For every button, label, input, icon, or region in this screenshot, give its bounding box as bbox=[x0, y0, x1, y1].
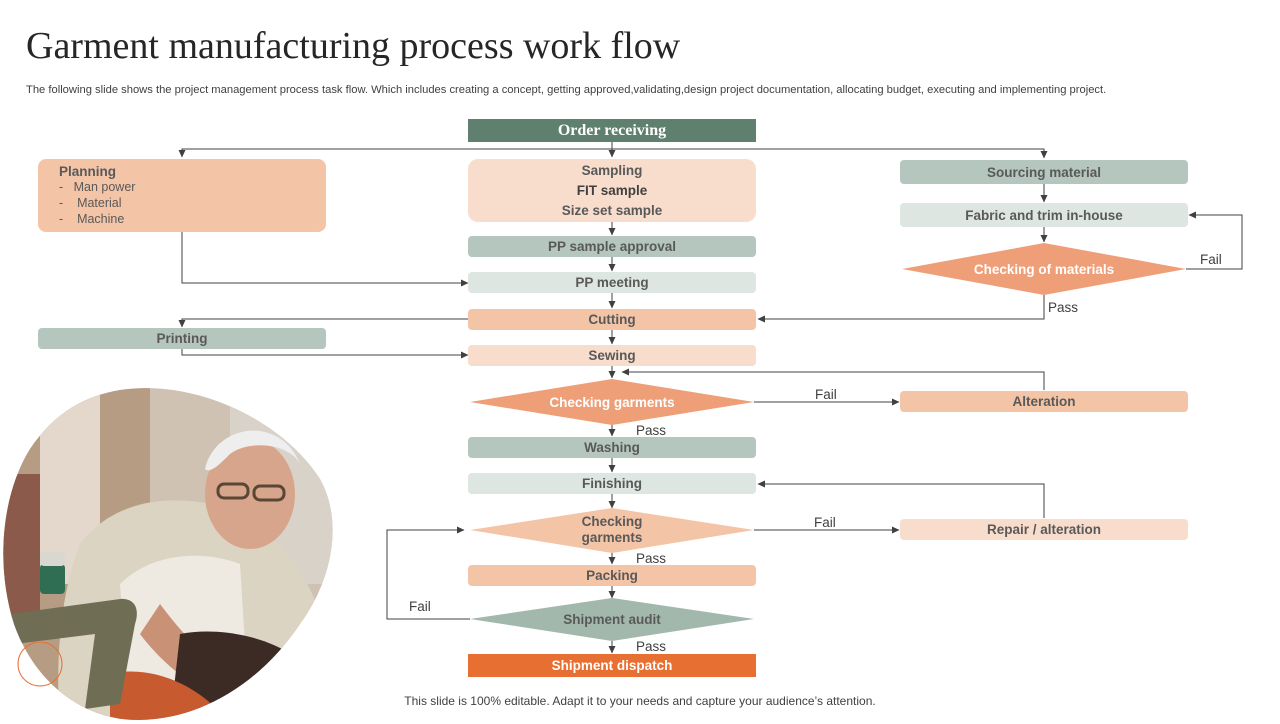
diamond-shipment-audit bbox=[470, 598, 754, 641]
planning-title: Planning bbox=[59, 164, 116, 179]
step-pp-sample-approval: PP sample approval bbox=[468, 236, 756, 257]
step-packing: Packing bbox=[468, 565, 756, 586]
sampling-line-1: Sampling bbox=[581, 162, 643, 178]
label-pass-audit: Pass bbox=[636, 639, 667, 654]
step-finishing: Finishing bbox=[468, 473, 756, 494]
tailor-photo bbox=[3, 388, 333, 721]
diamond-checking-garments-2 bbox=[470, 508, 754, 553]
step-fabric-trim: Fabric and trim in-house bbox=[900, 203, 1188, 227]
label-pass-garments-1: Pass bbox=[636, 423, 667, 438]
page-subtitle: The following slide shows the project ma… bbox=[26, 84, 1107, 96]
sampling-line-2: FIT sample bbox=[576, 182, 648, 198]
planning-item: - Man power bbox=[59, 180, 136, 194]
label-fail-audit: Fail bbox=[409, 599, 431, 614]
step-repair-alteration: Repair / alteration bbox=[900, 519, 1188, 540]
step-washing: Washing bbox=[468, 437, 756, 458]
step-order-receiving: Order receiving bbox=[468, 119, 756, 142]
shipment-audit-label: Shipment audit bbox=[563, 611, 661, 627]
step-alteration: Alteration bbox=[900, 391, 1188, 412]
label-pass-materials: Pass bbox=[1048, 300, 1079, 315]
step-planning: Planning - Man power - Material - Machin… bbox=[38, 159, 326, 232]
step-sourcing-material: Sourcing material bbox=[900, 160, 1188, 184]
step-shipment-dispatch: Shipment dispatch bbox=[468, 654, 756, 677]
planning-item: - Machine bbox=[59, 212, 125, 226]
decorative-circle bbox=[17, 642, 63, 687]
footer-note: This slide is 100% editable. Adapt it to… bbox=[404, 694, 876, 708]
diamond-checking-materials bbox=[902, 243, 1186, 295]
checking-garments-2-label: Checking garments bbox=[581, 514, 643, 545]
step-sewing: Sewing bbox=[468, 345, 756, 366]
step-printing: Printing bbox=[38, 328, 326, 349]
step-sampling: Sampling FIT sample Size set sample bbox=[468, 159, 756, 222]
label-pass-garments-2: Pass bbox=[636, 551, 667, 566]
step-cutting: Cutting bbox=[468, 309, 756, 330]
label-fail-garments-1: Fail bbox=[815, 387, 837, 402]
checking-garments-1-label: Checking garments bbox=[549, 394, 675, 410]
page-title: Garment manufacturing process work flow bbox=[26, 25, 681, 67]
label-fail-garments-2: Fail bbox=[814, 515, 836, 530]
label-fail-materials: Fail bbox=[1200, 252, 1222, 267]
diamond-checking-garments-1 bbox=[470, 379, 754, 425]
planning-item: - Material bbox=[59, 196, 122, 210]
sampling-line-3: Size set sample bbox=[561, 202, 663, 218]
step-pp-meeting: PP meeting bbox=[468, 272, 756, 293]
checking-materials-label: Checking of materials bbox=[973, 261, 1115, 277]
